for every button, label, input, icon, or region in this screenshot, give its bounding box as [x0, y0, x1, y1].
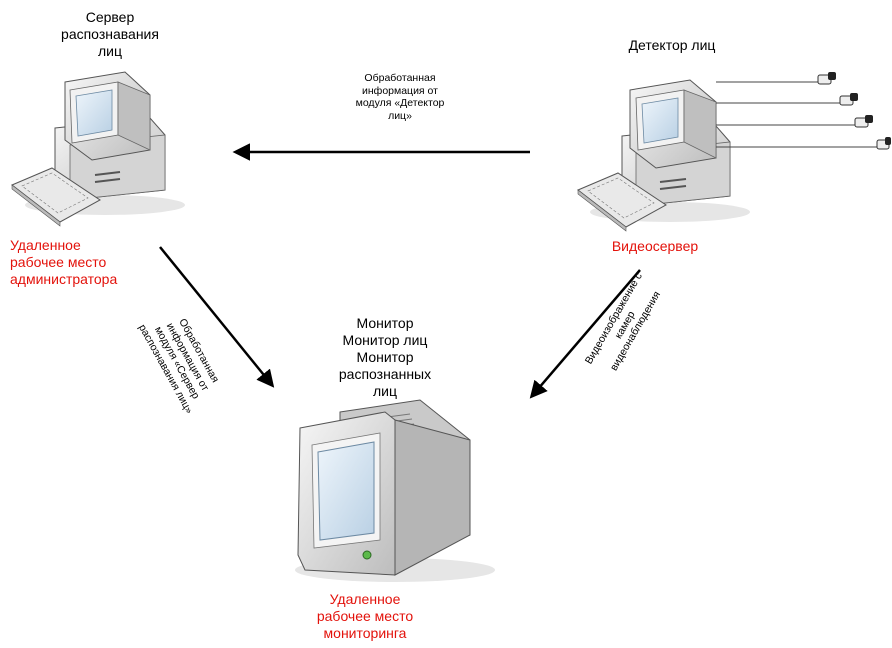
camera-icon	[876, 137, 891, 150]
server-role: Удаленное рабочее место администратора	[10, 237, 118, 288]
camera-icon	[817, 72, 836, 85]
monitor-title: Монитор Монитор лиц Монитор распознанных…	[338, 315, 432, 400]
server-computer-icon	[25, 71, 185, 215]
server-keyboard-icon	[11, 167, 101, 227]
arrow-server-to-monitor	[159, 246, 275, 388]
camera-cables	[716, 81, 878, 148]
arrow-detector-to-monitor	[529, 269, 641, 399]
edge-label-detector-to-server: Обработанная информация от модуля «Детек…	[355, 72, 445, 122]
monitor-crt-icon	[295, 399, 495, 582]
detector-computer-icon	[590, 79, 750, 222]
detector-keyboard-icon	[577, 172, 667, 232]
camera-icon	[854, 115, 873, 128]
detector-role: Видеосервер	[611, 238, 699, 254]
monitor-role: Удаленное рабочее место мониторинга	[316, 591, 414, 642]
camera-icon	[839, 93, 858, 106]
detector-title: Детектор лиц	[628, 37, 716, 53]
server-title: Сервер распознавания лиц	[61, 9, 159, 60]
